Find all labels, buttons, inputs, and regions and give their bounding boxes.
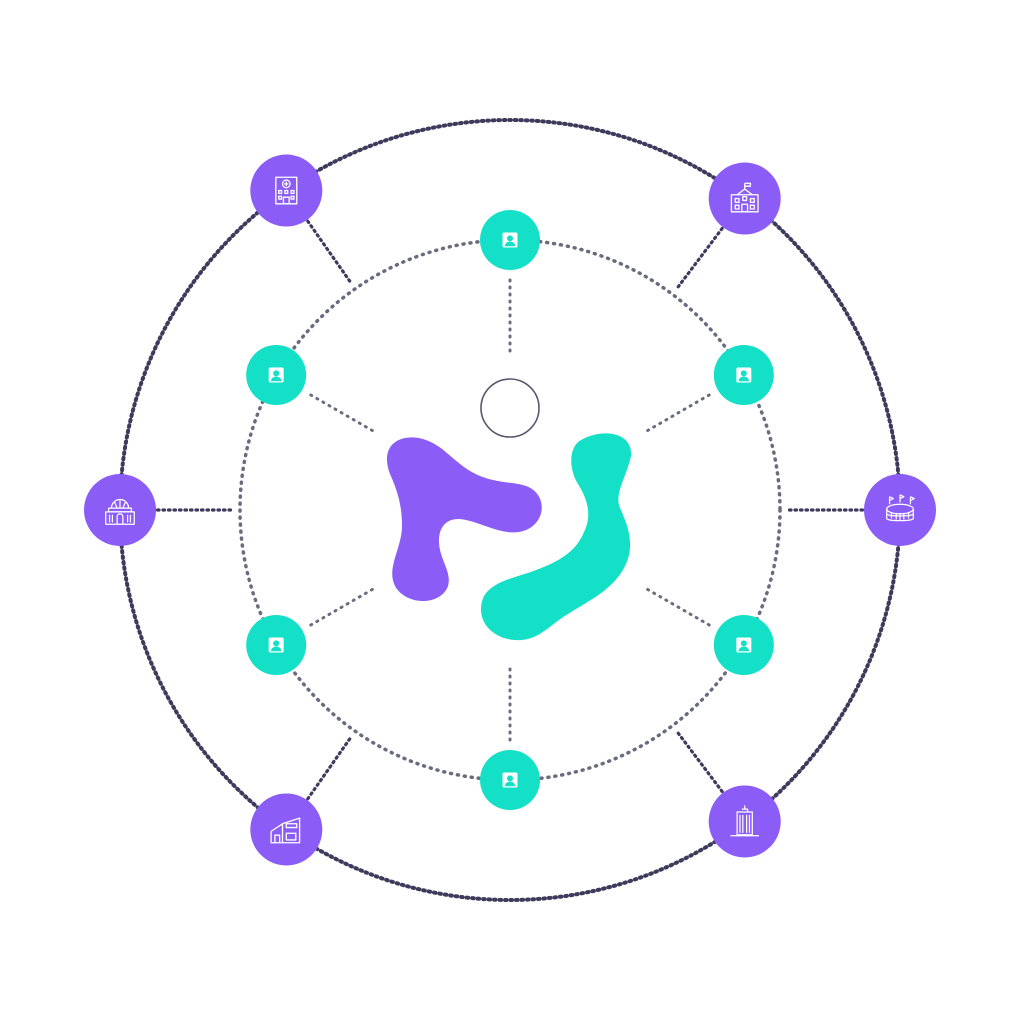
school-node-link bbox=[675, 222, 728, 290]
user-node-top-right-link bbox=[642, 393, 711, 434]
government-building-node bbox=[84, 474, 156, 546]
house-node-link bbox=[303, 736, 353, 805]
school-node bbox=[708, 162, 781, 235]
user-icon bbox=[502, 232, 518, 248]
user-node-bottom-left-link bbox=[309, 586, 378, 627]
user-icon bbox=[736, 637, 752, 653]
network-logo bbox=[386, 433, 632, 641]
logo-left-shape bbox=[386, 437, 542, 601]
skyscraper-node-link bbox=[675, 730, 728, 798]
user-icon bbox=[736, 367, 752, 383]
inner-ring bbox=[238, 238, 782, 782]
house-node bbox=[250, 793, 323, 866]
stadium-node bbox=[864, 474, 936, 546]
user-node-top-left bbox=[246, 345, 307, 405]
school-node-circle bbox=[708, 162, 781, 235]
hospital-node-link bbox=[303, 215, 353, 284]
user-node-bottom bbox=[480, 750, 540, 810]
user-node-top-left-link bbox=[309, 393, 378, 434]
links-layer bbox=[150, 215, 870, 805]
house-node-circle bbox=[250, 793, 323, 866]
center-layer bbox=[386, 378, 632, 641]
user-icon bbox=[268, 367, 284, 383]
hospital-node bbox=[250, 154, 323, 227]
user-node-top-right bbox=[713, 345, 774, 405]
user-node-bottom-right bbox=[713, 615, 774, 675]
user-icon bbox=[268, 637, 284, 653]
government-building-node-circle bbox=[84, 474, 156, 546]
user-node-bottom-left bbox=[246, 615, 307, 675]
user-node-bottom-right-link bbox=[642, 586, 711, 627]
user-node-top bbox=[480, 210, 540, 270]
empty-node bbox=[480, 378, 540, 438]
skyscraper-node-circle bbox=[708, 785, 781, 858]
nodes-layer bbox=[84, 154, 936, 866]
user-icon bbox=[502, 772, 518, 788]
logo-right-shape bbox=[480, 433, 632, 641]
stadium-node-circle bbox=[864, 474, 936, 546]
skyscraper-node bbox=[708, 785, 781, 858]
